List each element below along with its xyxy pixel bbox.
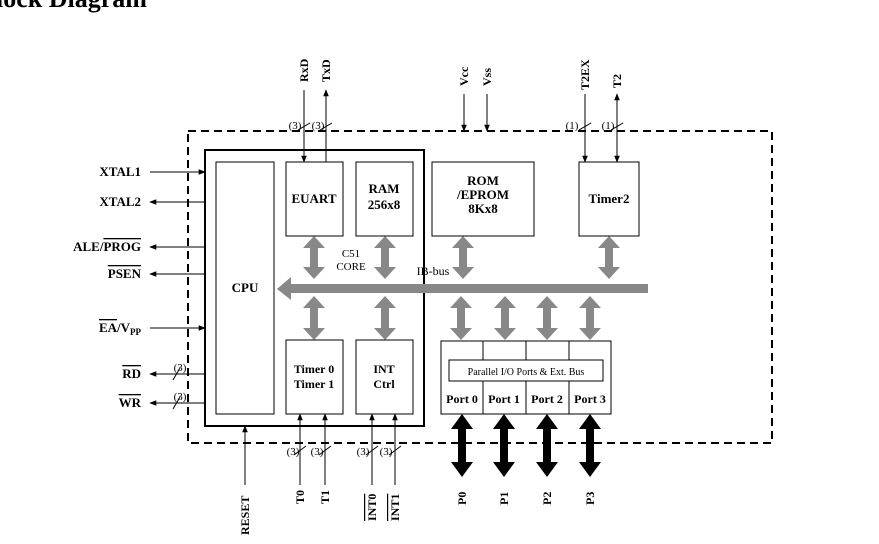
- diagram-heading: lock Diagram: [0, 0, 147, 13]
- t2ex-label: T2EX: [578, 59, 592, 90]
- timer01-block: [285, 339, 344, 415]
- txd-bus-tick: [319, 122, 333, 131]
- bus-arrow-intctrl: [374, 296, 396, 340]
- cpu-bus-arrow: [277, 277, 305, 300]
- ram-label-2: 256x8: [368, 197, 401, 212]
- xtal2-label: XTAL2: [99, 194, 141, 209]
- bus-arrow-port2: [536, 296, 558, 340]
- cpu-label: CPU: [232, 280, 259, 295]
- txd-count: (3): [312, 120, 325, 132]
- wr-count: (3): [174, 391, 187, 403]
- port3-label: Port 3: [574, 392, 606, 406]
- wr-bus-tick: [172, 396, 181, 410]
- rxd-count: (3): [289, 120, 302, 132]
- bus-arrow-port1: [494, 296, 516, 340]
- ram-block: [355, 161, 414, 237]
- port2-label: Port 2: [531, 392, 563, 406]
- intctrl-label-2: Ctrl: [373, 377, 395, 391]
- xtal1-label: XTAL1: [99, 164, 141, 179]
- bus-arrow-timer01: [303, 296, 325, 340]
- parallel-io-box: [448, 359, 604, 382]
- rxd-label: RxD: [297, 58, 311, 82]
- t1-bus-tick: [318, 445, 332, 456]
- ib-bus-label: IB-bus: [417, 264, 450, 278]
- int0-count: (3): [357, 446, 370, 458]
- bus-arrow-timer2: [598, 236, 620, 279]
- t1-label: T1: [318, 490, 332, 504]
- ram-label-1: RAM: [368, 181, 399, 196]
- timer2-label: Timer2: [589, 191, 630, 206]
- p3-label: P3: [583, 492, 597, 505]
- timer01-label-2: Timer 1: [294, 377, 335, 391]
- intctrl-block: [355, 339, 414, 415]
- rd-count: (3): [174, 362, 187, 374]
- chip-outline: [187, 130, 773, 444]
- prog-label: PROG: [103, 239, 141, 254]
- t2-label: T2: [610, 74, 624, 88]
- int0-label: INT0: [365, 494, 379, 521]
- euart-block: [285, 161, 344, 237]
- txd-label: TxD: [319, 59, 333, 82]
- t2-bus-tick: [610, 122, 624, 131]
- p2-label: P2: [540, 492, 554, 505]
- port1-label: Port 1: [488, 392, 520, 406]
- t0-bus-tick: [293, 445, 307, 456]
- port0-label: Port 0: [446, 392, 478, 406]
- p1-label: P1: [497, 492, 511, 505]
- euart-label: EUART: [291, 191, 336, 206]
- rd-label: RD: [122, 366, 141, 381]
- port1-arrow: [493, 414, 515, 477]
- intctrl-label-1: INT: [373, 362, 394, 376]
- rxd-bus-tick: [297, 122, 311, 131]
- rom-label-3: 8Kx8: [468, 201, 498, 216]
- int1-label: INT1: [388, 494, 402, 521]
- ale-label: ALE/PROG: [73, 239, 141, 254]
- vcc-label: Vcc: [457, 66, 471, 86]
- t0-count: (3): [287, 446, 300, 458]
- bus-arrow-port0: [450, 296, 472, 340]
- t2ex-count: (1): [566, 120, 579, 132]
- parallel-io-label: Parallel I/O Ports & Ext. Bus: [468, 367, 585, 378]
- core-label-1: C51: [342, 248, 360, 260]
- vss-label: Vss: [480, 68, 494, 86]
- ea-label: EA/VPP: [99, 320, 142, 337]
- psen-label: PSEN: [108, 266, 142, 281]
- ib-bus: [305, 284, 648, 293]
- rom-block: [431, 161, 535, 237]
- wr-label: WR: [119, 395, 142, 410]
- int1-bus-tick: [388, 445, 402, 456]
- t0-label: T0: [293, 490, 307, 504]
- port3-arrow: [579, 414, 601, 477]
- t2ex-bus-tick: [578, 122, 592, 131]
- rd-bus-tick: [172, 367, 181, 381]
- bus-arrow-euart: [303, 236, 325, 279]
- p0-label: P0: [455, 492, 469, 505]
- int1-count: (3): [380, 446, 393, 458]
- port2-arrow: [536, 414, 558, 477]
- rom-label-1: ROM: [467, 173, 499, 188]
- port0-arrow: [451, 414, 473, 477]
- rom-label-2: /EPROM: [456, 187, 509, 202]
- bus-arrow-rom: [452, 236, 474, 279]
- timer2-block: [578, 161, 640, 237]
- core-label-2: CORE: [336, 261, 366, 273]
- bus-arrow-ram: [374, 236, 396, 279]
- t2-count: (1): [602, 120, 615, 132]
- bus-arrow-port3: [579, 296, 601, 340]
- reset-label: RESET: [238, 496, 252, 535]
- timer01-label-1: Timer 0: [294, 362, 335, 376]
- int0-bus-tick: [365, 445, 379, 456]
- cpu-block: [215, 161, 275, 415]
- t1-count: (3): [311, 446, 324, 458]
